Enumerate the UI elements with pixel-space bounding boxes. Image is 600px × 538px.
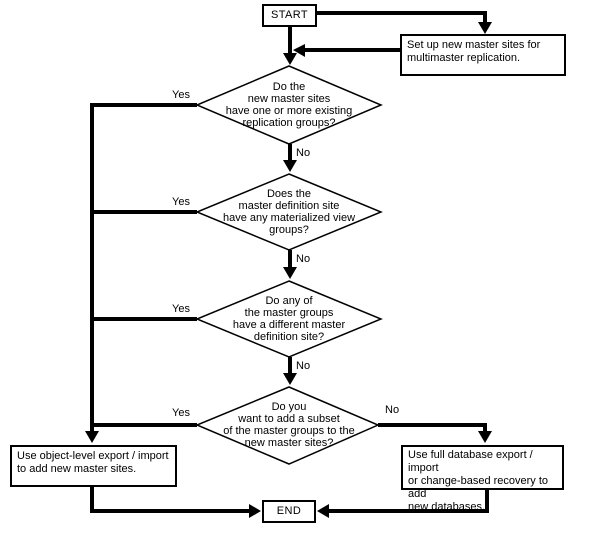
decision-1-line: Do the <box>272 81 306 93</box>
right-action-box: Use full database export / import or cha… <box>401 445 564 513</box>
connector-right-action-to-end <box>328 489 489 513</box>
yes-label-1: Yes <box>172 89 190 101</box>
decision-3-line: the master groups <box>244 307 334 319</box>
decision-4-text: Do you want to add a subset of the maste… <box>199 401 379 449</box>
decision-1-text: Do the new master sites have one or more… <box>199 81 379 129</box>
yes-label-3: Yes <box>172 303 190 315</box>
decision-1-line: have one or more existing <box>225 105 353 117</box>
right-action-line: new databases. <box>408 501 486 513</box>
arrowhead-into-decision-1 <box>283 53 297 65</box>
setup-step-line: Set up new master sites for <box>407 39 541 51</box>
yes-label-2: Yes <box>172 196 190 208</box>
no-label-3: No <box>296 360 311 372</box>
no-label-4: No <box>385 404 400 416</box>
decision-4-shape <box>195 386 380 465</box>
start-node: START <box>262 4 317 27</box>
decision-4-line: of the master groups to the <box>223 425 355 437</box>
yes-label-4: Yes <box>172 407 190 419</box>
arrowhead-left-into-end <box>249 504 261 518</box>
left-action-box: Use object-level export / import to add … <box>10 445 177 487</box>
decision-3-text: Do any of the master groups have a diffe… <box>199 295 379 343</box>
decision-4-line: Do you <box>271 401 307 413</box>
decision-1-line: new master sites <box>247 93 331 105</box>
decision-3-shape <box>195 280 383 358</box>
arrowhead-into-decision-3 <box>283 267 297 279</box>
no-label-1: No <box>296 147 311 159</box>
decision-1-shape <box>195 65 383 145</box>
no-label-2: No <box>296 253 311 265</box>
arrowhead-into-right-action <box>478 431 492 443</box>
decision-2-line: have any materialized view <box>222 212 356 224</box>
end-node: END <box>262 500 316 523</box>
right-action-line: Use full database export / import <box>408 449 533 474</box>
arrowhead-into-left-action <box>85 431 99 443</box>
decision-2-line: master definition site <box>238 200 340 212</box>
connector-no-4 <box>378 423 487 432</box>
arrowhead-into-decision-4 <box>283 373 297 385</box>
left-action-line: Use object-level export / import <box>17 450 169 462</box>
decision-4-line: new master sites? <box>244 437 334 449</box>
arrowhead-right-into-end <box>317 504 329 518</box>
end-label: END <box>276 505 302 517</box>
decision-2-shape <box>195 173 383 251</box>
arrowhead-into-setup <box>478 22 492 34</box>
decision-3-line: have a different master <box>232 319 346 331</box>
decision-1-line: replication groups? <box>242 117 336 129</box>
right-action-line: or change-based recovery to add <box>408 475 549 500</box>
start-label: START <box>270 9 309 21</box>
decision-3-line: definition site? <box>253 331 325 343</box>
connector-yes-trunk <box>90 103 197 432</box>
decision-4-line: want to add a subset <box>238 413 340 425</box>
decision-2-line: Does the <box>266 188 312 200</box>
arrowhead-setup-to-main <box>293 44 305 57</box>
left-action-line: to add new master sites. <box>17 463 137 475</box>
connector-start-to-setup <box>316 11 487 22</box>
setup-step-box: Set up new master sites for multimaster … <box>400 34 566 76</box>
setup-step-line: multimaster replication. <box>407 52 521 64</box>
decision-2-line: groups? <box>269 224 309 236</box>
arrowhead-into-decision-2 <box>283 160 297 172</box>
decision-2-text: Does the master definition site have any… <box>199 188 379 236</box>
decision-3-line: Do any of <box>265 295 313 307</box>
connector-left-action-to-end <box>90 487 250 513</box>
